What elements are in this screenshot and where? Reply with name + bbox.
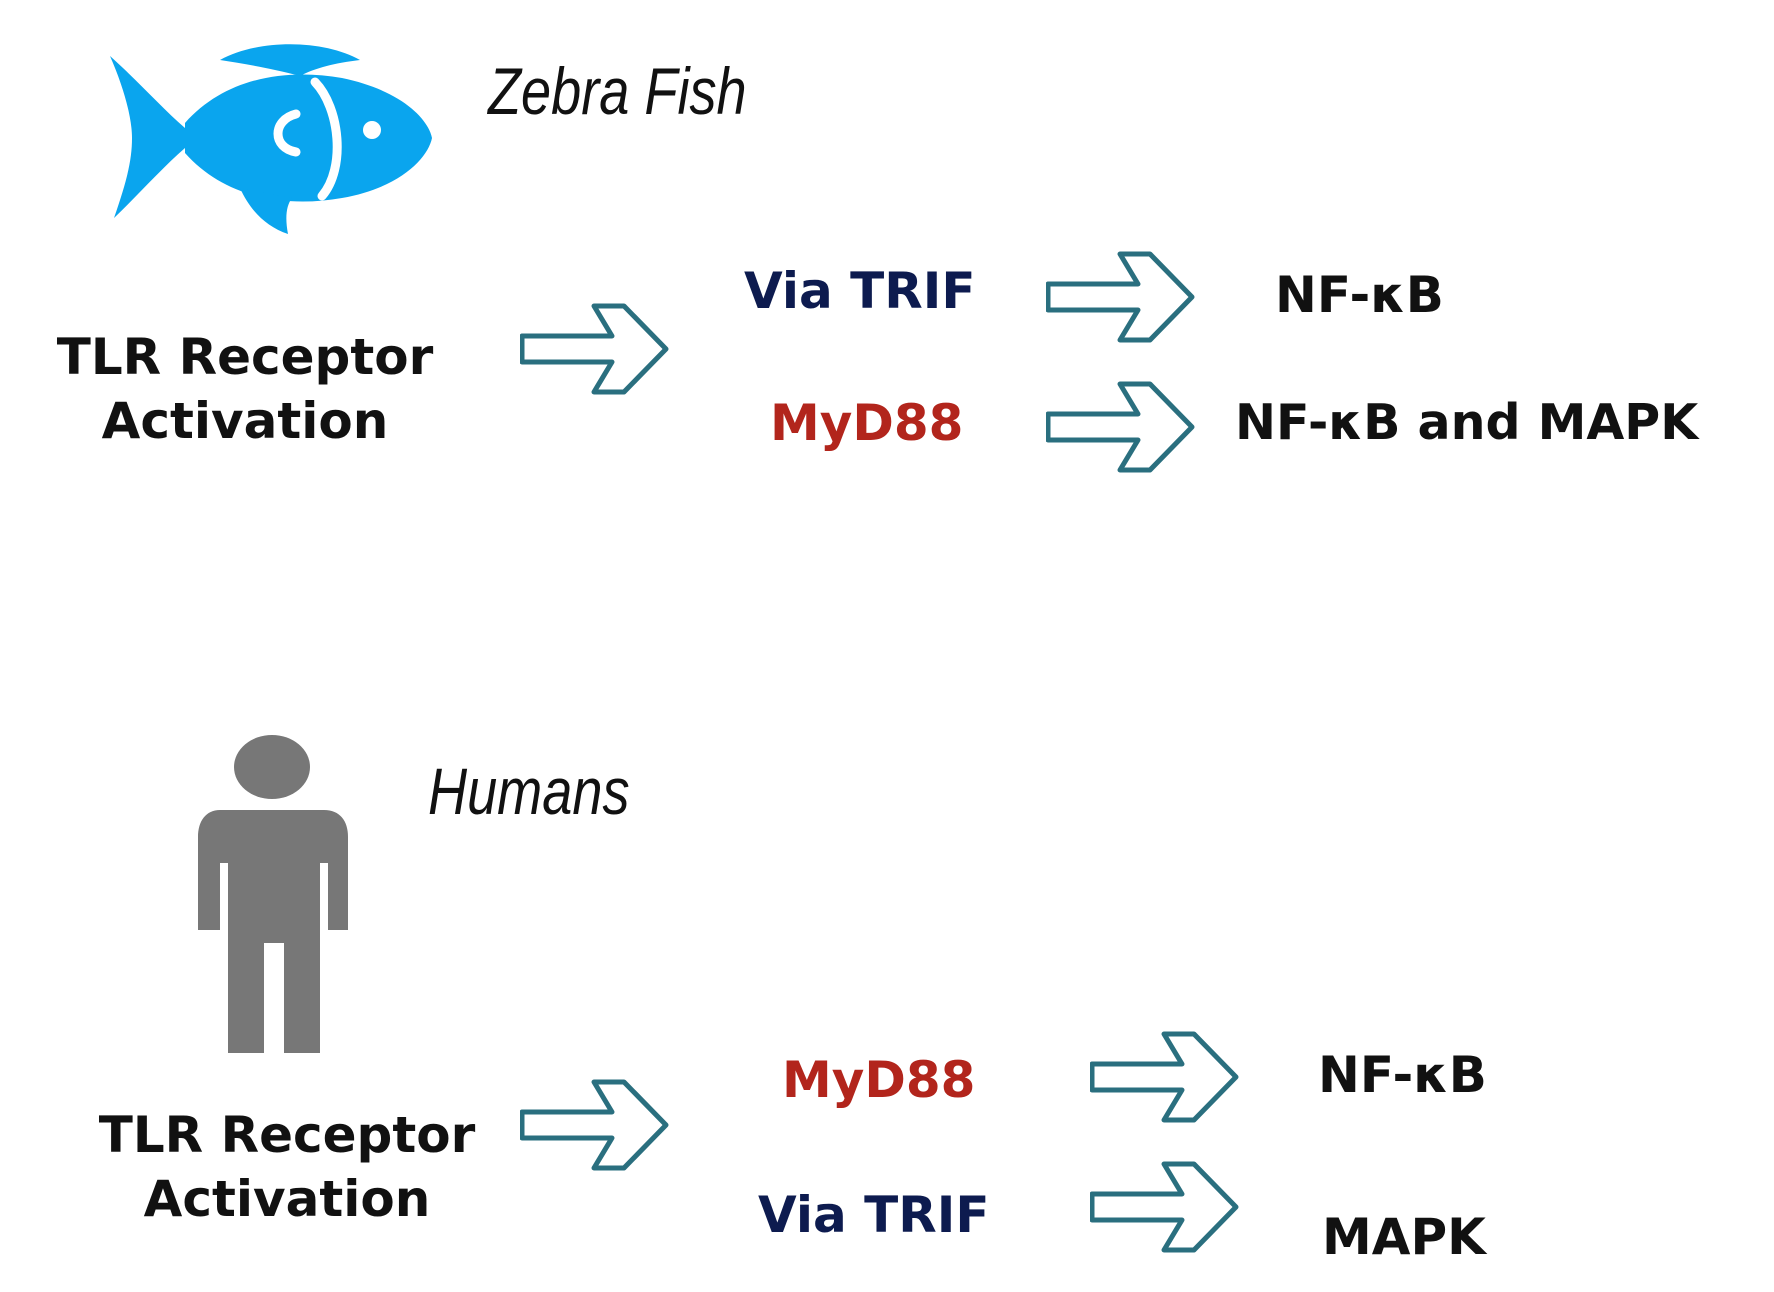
output-label-zebrafish-2: NF-κB and MAPK (1235, 394, 1699, 451)
person-icon (198, 735, 348, 1053)
output-label-humans-2: MAPK (1322, 1208, 1486, 1266)
arrow-icon (520, 1079, 669, 1171)
receptor-line1: TLR Receptor (56, 328, 434, 386)
receptor-line2: Activation (143, 1170, 431, 1228)
receptor-line2: Activation (101, 392, 389, 450)
adaptor-label-humans-2: Via TRIF (758, 1186, 990, 1244)
arrow-icon (1090, 1031, 1239, 1123)
arrow-icon (1046, 381, 1195, 473)
species-title-zebrafish: Zebra Fish (488, 54, 747, 128)
receptor-label-humans: TLR Receptor Activation (72, 1110, 502, 1224)
adaptor-label-zebrafish-1: Via TRIF (744, 262, 976, 320)
fish-icon (110, 44, 432, 234)
receptor-line1: TLR Receptor (98, 1106, 476, 1164)
output-label-humans-1: NF-κB (1318, 1046, 1487, 1104)
arrow-icon (1090, 1161, 1239, 1253)
receptor-label-zebrafish: TLR Receptor Activation (30, 332, 460, 446)
adaptor-label-zebrafish-2: MyD88 (770, 394, 964, 452)
arrow-icon (1046, 251, 1195, 343)
species-title-humans: Humans (428, 754, 630, 828)
arrow-icon (520, 303, 669, 395)
adaptor-label-humans-1: MyD88 (782, 1051, 976, 1109)
output-label-zebrafish-1: NF-κB (1275, 266, 1444, 324)
